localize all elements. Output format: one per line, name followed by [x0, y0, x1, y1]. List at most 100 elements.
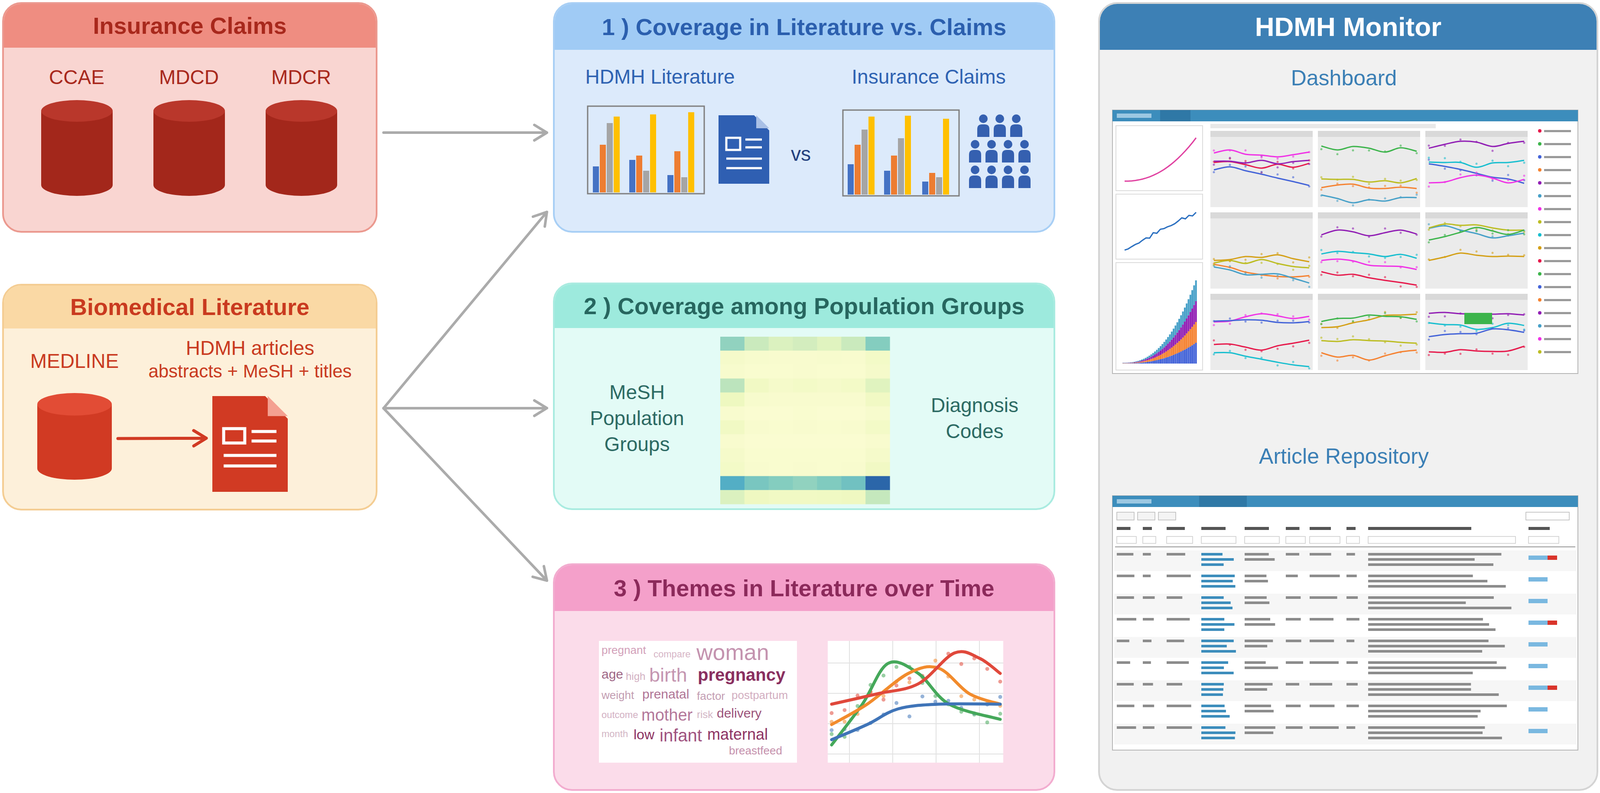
facet-dot [1260, 171, 1263, 174]
facet-dot [1276, 319, 1279, 322]
table-text [1368, 563, 1494, 566]
facet-dot [1276, 173, 1279, 176]
chart-dot [829, 732, 834, 737]
heatmap-cell [744, 406, 769, 421]
facet-plot [1317, 218, 1421, 289]
mini-area [1135, 363, 1138, 364]
screenshot-logo [1116, 113, 1152, 118]
facet-dot [1292, 155, 1295, 158]
heatmap-cell [816, 462, 842, 477]
facet-dot [1491, 251, 1494, 254]
heatmap-cell [865, 434, 890, 449]
chart-bar [929, 172, 936, 195]
table-text [1285, 682, 1300, 686]
facet-line [1321, 195, 1417, 203]
mini-area [1129, 363, 1132, 365]
chart-dot [855, 704, 860, 709]
heatmap-cell [720, 490, 745, 505]
facet-dot [1443, 352, 1447, 355]
chart-dot [985, 701, 990, 706]
panel-title: Insurance Claims [92, 11, 287, 40]
label-box: breastfeed [728, 744, 783, 757]
panel-title: Biomedical Literature [70, 292, 310, 322]
mini-area [1137, 362, 1139, 364]
chart-dot [972, 697, 977, 702]
database-node: MEDLINE [24, 348, 125, 480]
heatmap-cell [841, 490, 866, 505]
table-filter [1244, 536, 1280, 544]
mini-area [1172, 354, 1175, 364]
chart-dot [959, 709, 964, 714]
facet-dot [1368, 273, 1371, 277]
label-box: factor [696, 690, 726, 702]
person-body [993, 124, 1006, 137]
table-text [1368, 596, 1494, 599]
chart-bar [650, 114, 657, 193]
heatmap-cell [744, 490, 769, 505]
mini-area [1185, 303, 1188, 319]
table-header [1309, 526, 1331, 531]
person-body [1018, 175, 1031, 189]
label-box: prenatal [642, 687, 690, 701]
facet-dot [1229, 317, 1232, 320]
mini-area [1170, 347, 1173, 356]
facet-dot [1260, 170, 1263, 173]
table-text [1368, 601, 1466, 605]
node-label: HDMH articles [126, 335, 374, 361]
facet-dot [1260, 274, 1263, 277]
mini-area [1122, 362, 1125, 364]
heatmap-cell [720, 392, 745, 407]
facet-dot [1352, 185, 1355, 188]
document-figure [726, 137, 741, 150]
facet-dot [1213, 353, 1216, 356]
heatmap-cell [744, 350, 769, 365]
facet-dot [1244, 161, 1247, 164]
node-label: CCAE [31, 65, 123, 90]
table-header [1142, 526, 1152, 531]
table-text [1116, 596, 1135, 599]
legend-dot [1538, 181, 1542, 185]
facet-dot [1368, 315, 1371, 318]
mini-area [1129, 362, 1132, 364]
word-cloud-term: low [633, 727, 655, 742]
mini-area [1169, 356, 1171, 364]
facet-dot [1523, 141, 1526, 144]
facet-dot [1368, 338, 1371, 341]
table-header [1368, 526, 1472, 531]
facet-dot [1336, 326, 1339, 329]
person-body [977, 124, 990, 137]
facet-dot [1229, 149, 1232, 152]
mini-area [1195, 280, 1197, 302]
facet-dot [1415, 191, 1418, 194]
table-filter [1142, 536, 1156, 544]
mini-area [1137, 360, 1139, 362]
mini-area [1174, 334, 1177, 345]
facet-dot [1213, 257, 1216, 261]
legend-line [1544, 338, 1571, 341]
label-box: Article Repository [1213, 443, 1474, 470]
table-text [1142, 552, 1152, 556]
facet-dot [1384, 177, 1387, 180]
mini-area [1176, 353, 1179, 364]
table-text [1368, 688, 1471, 691]
facet-dot [1336, 359, 1339, 362]
legend-dot [1538, 298, 1542, 302]
facet-dot [1415, 178, 1418, 182]
heatmap-cell [816, 448, 842, 463]
heatmap-cell [793, 378, 818, 394]
mini-area [1137, 362, 1139, 364]
facet-dot [1399, 344, 1402, 347]
facet-dot [1491, 327, 1494, 330]
table-text [1346, 726, 1356, 729]
facet-dot [1292, 167, 1295, 170]
mini-area [1163, 347, 1166, 353]
table-text [1201, 623, 1235, 626]
table-text [1285, 704, 1301, 708]
mini-area [1165, 357, 1168, 364]
section-heading: Article Repository [1213, 443, 1474, 470]
table-text [1166, 596, 1183, 599]
chart-bar [897, 138, 905, 195]
facet-dot [1399, 285, 1402, 288]
facet-dot [1368, 198, 1371, 201]
screenshot-tabs [1210, 123, 1436, 129]
